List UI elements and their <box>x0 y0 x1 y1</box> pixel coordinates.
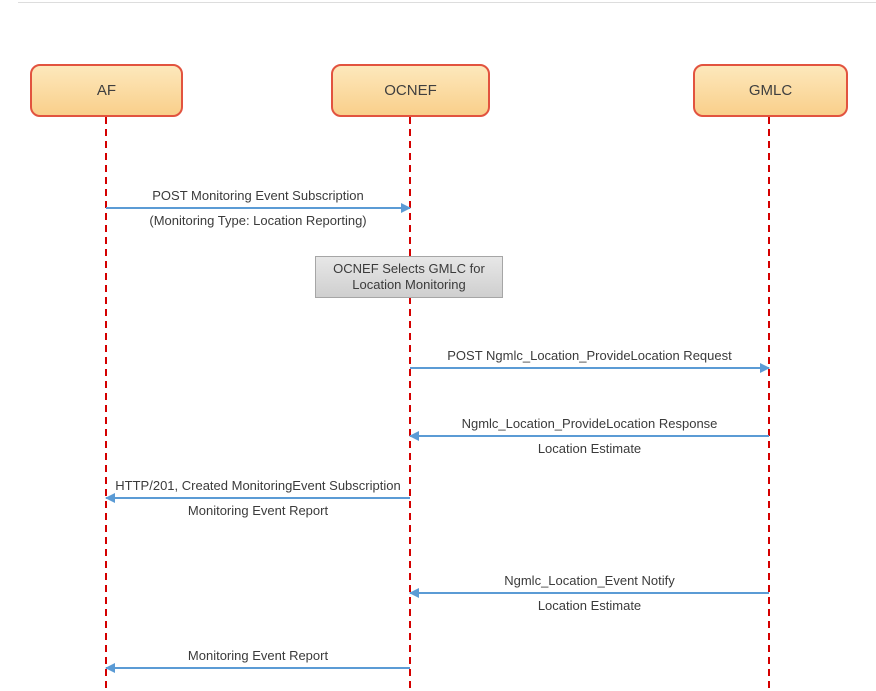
lifeline-af <box>105 117 107 691</box>
message-monitoring-event-report: Monitoring Event Report <box>105 648 410 673</box>
message-label: POST Ngmlc_Location_ProvideLocation Requ… <box>447 348 732 363</box>
message-label: (Monitoring Type: Location Reporting) <box>149 213 367 228</box>
note-line: Location Monitoring <box>352 277 466 292</box>
actor-box-gmlc: GMLC <box>693 64 848 117</box>
actor-box-ocnef: OCNEF <box>331 64 490 117</box>
arrowhead-right-icon <box>401 203 411 213</box>
actor-box-af: AF <box>30 64 183 117</box>
note-line: OCNEF Selects GMLC for <box>333 261 485 276</box>
message-arrow <box>410 363 770 373</box>
message-arrow <box>106 203 411 213</box>
arrowhead-right-icon <box>760 363 770 373</box>
message-provide-location-request: POST Ngmlc_Location_ProvideLocation Requ… <box>410 348 770 373</box>
message-arrow <box>105 493 410 503</box>
message-label: Location Estimate <box>537 598 642 613</box>
message-label: Ngmlc_Location_Event Notify <box>504 573 675 588</box>
message-location-event-notify: Ngmlc_Location_Event Notify Location Est… <box>409 573 769 614</box>
actor-label: OCNEF <box>384 82 437 99</box>
message-provide-location-response: Ngmlc_Location_ProvideLocation Response … <box>409 416 769 457</box>
lifeline-ocnef <box>409 117 411 691</box>
arrowhead-left-icon <box>409 588 419 598</box>
message-http-201-created: HTTP/201, Created MonitoringEvent Subscr… <box>105 478 410 519</box>
message-label: Monitoring Event Report <box>187 503 329 518</box>
message-label: POST Monitoring Event Subscription <box>152 188 364 203</box>
message-label: Location Estimate <box>537 441 642 456</box>
message-label: Monitoring Event Report <box>187 648 329 663</box>
message-arrow <box>105 663 410 673</box>
lifeline-gmlc <box>768 117 770 691</box>
arrowhead-left-icon <box>409 431 419 441</box>
message-label: Ngmlc_Location_ProvideLocation Response <box>461 416 718 431</box>
actor-label: AF <box>96 82 117 99</box>
actor-label: GMLC <box>748 82 793 99</box>
arrowhead-left-icon <box>105 663 115 673</box>
message-post-monitoring-event-subscription: POST Monitoring Event Subscription (Moni… <box>106 188 411 229</box>
arrowhead-left-icon <box>105 493 115 503</box>
message-arrow <box>409 431 769 441</box>
note-ocnef-selects-gmlc: OCNEF Selects GMLC for Location Monitori… <box>315 256 503 298</box>
page-edge-line <box>18 2 876 3</box>
message-arrow <box>409 588 769 598</box>
message-label: HTTP/201, Created MonitoringEvent Subscr… <box>115 478 401 493</box>
